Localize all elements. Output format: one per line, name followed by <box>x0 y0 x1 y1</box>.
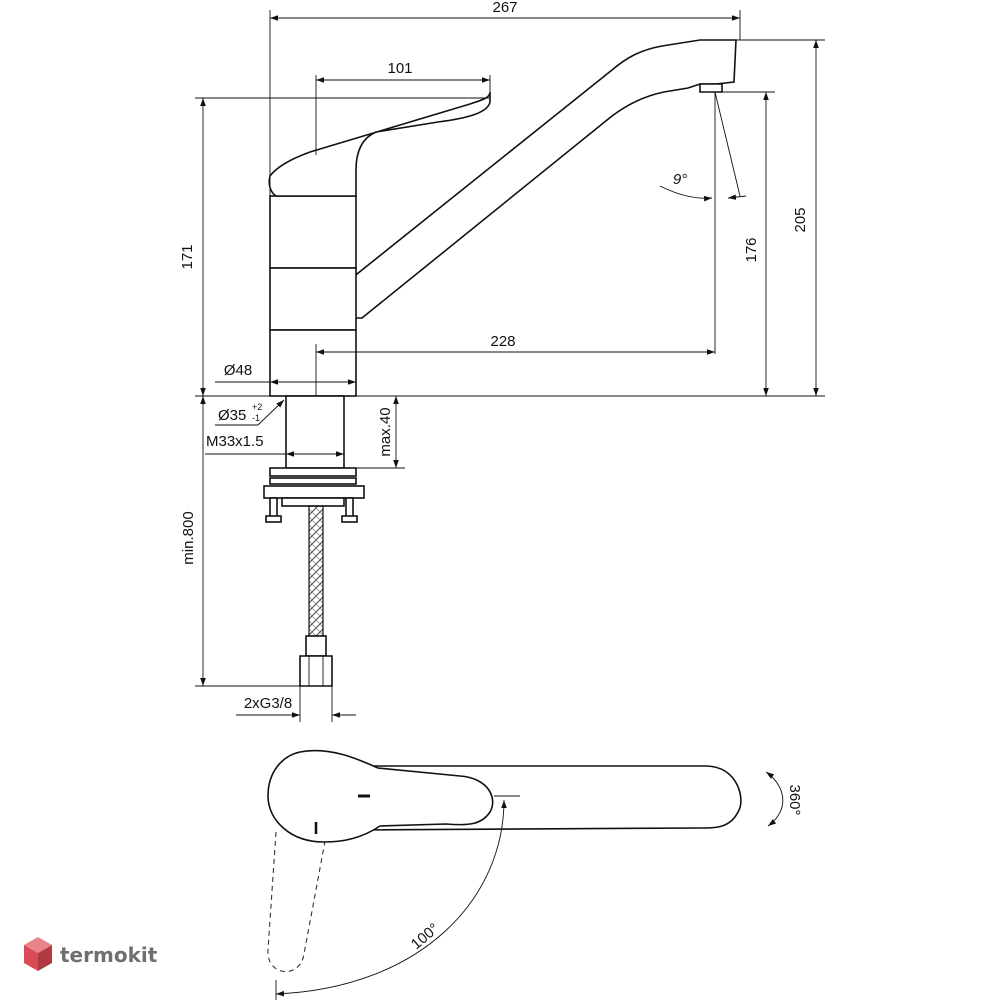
dim-swivel: 360° <box>786 784 803 815</box>
cube-left <box>24 945 38 971</box>
cube-right <box>38 945 52 971</box>
dim-hose-length: min.800 <box>180 511 197 564</box>
dim-total-height: 205 <box>792 207 809 232</box>
washer-2 <box>269 477 357 485</box>
body-upper <box>269 195 357 269</box>
body-lower <box>269 267 357 331</box>
dim-total-length: 267 <box>492 0 517 16</box>
aerator <box>699 83 723 93</box>
dim-connection: 2xG3/8 <box>244 695 292 712</box>
dim-body-diameter: Ø48 <box>224 362 252 379</box>
hose-ferrule <box>305 635 327 657</box>
dim-spout-height: 176 <box>743 237 760 262</box>
lever-handle <box>268 91 491 197</box>
dim-spout-angle: 9° <box>673 171 687 188</box>
faucet-side-view <box>268 39 737 397</box>
faucet-top-view: 360° 100° <box>267 749 803 1000</box>
dim-lever-rotation: 100° <box>408 920 443 953</box>
body-base <box>269 329 357 397</box>
dim-max-thickness: max.40 <box>377 407 394 456</box>
screw-left <box>269 497 278 519</box>
lever-rotated-position <box>267 831 327 973</box>
spout <box>343 39 737 319</box>
dim-lever-length: 101 <box>387 60 412 77</box>
mounting-assembly <box>263 395 365 687</box>
dim-body-height: 171 <box>179 244 196 269</box>
dimension-labels: 267 101 171 205 176 9° 228 Ø48 Ø35 +2 -1… <box>179 0 809 712</box>
dimension-lines <box>195 10 825 722</box>
dim-hole-tol-plus: +2 <box>252 402 262 412</box>
clamp-bar <box>281 497 345 507</box>
hose-nut <box>299 655 333 687</box>
dim-hole-tol-minus: -1 <box>252 413 260 423</box>
braided-hose <box>308 505 324 637</box>
cube-logo-icon <box>24 937 52 971</box>
termokit-watermark: termokit <box>24 937 158 971</box>
dim-thread: M33x1.5 <box>206 433 264 450</box>
threaded-shank <box>285 395 345 469</box>
dim-spout-reach: 228 <box>490 333 515 350</box>
washer-1 <box>269 467 357 477</box>
brand-name: termokit <box>60 943 158 967</box>
screw-right <box>345 497 354 519</box>
clamp-plate <box>263 485 365 499</box>
dim-hole-diameter: Ø35 <box>218 407 246 424</box>
